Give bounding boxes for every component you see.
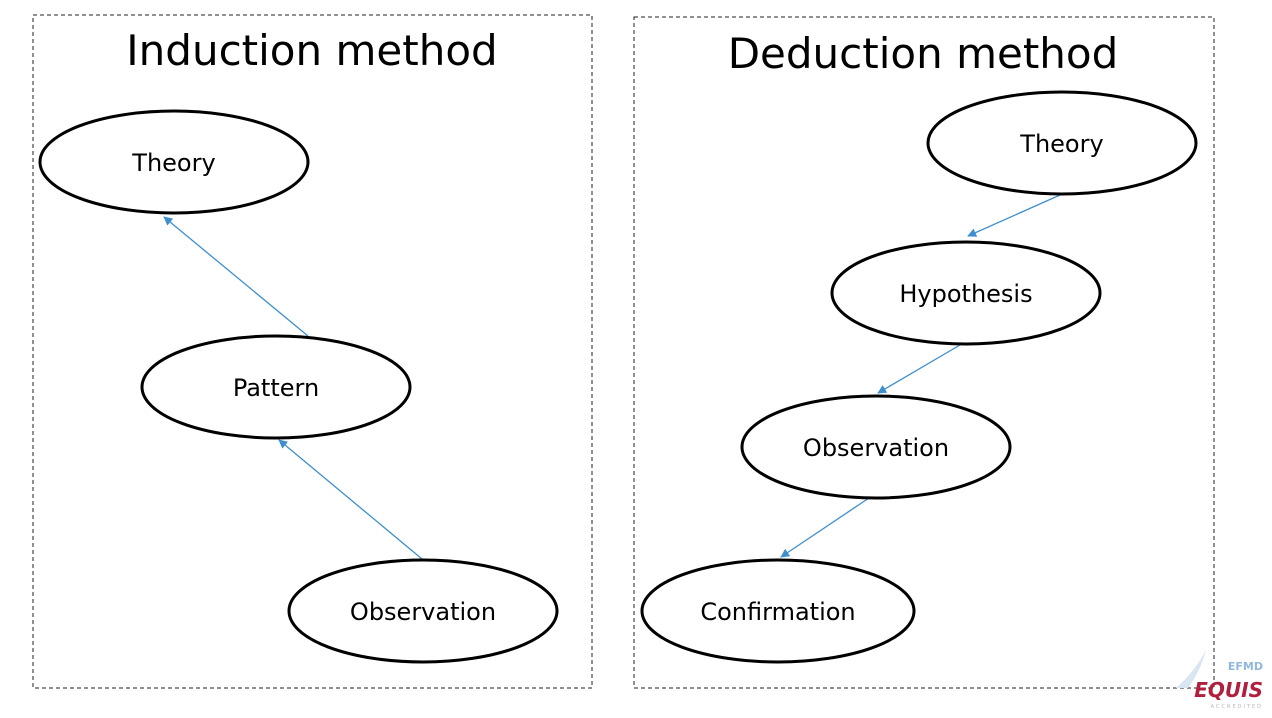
induction-node-theory: Theory [38,109,310,215]
arrow-observation-to-confirmation [780,497,870,558]
logo-swoosh-icon [1176,650,1206,688]
node-ellipse [287,558,559,664]
arrow-hypothesis-to-observation [877,344,961,394]
deduction-title: Deduction method [728,29,1119,78]
deduction-panel: Deduction method Theory Hypothesis Obser… [633,16,1215,689]
node-label-pattern: Pattern [233,374,319,402]
node-ellipse [830,240,1102,346]
arrow-pattern-to-theory [163,216,309,337]
deduction-frame [633,16,1215,689]
node-label-hypothesis: Hypothesis [899,280,1032,308]
induction-node-pattern: Pattern [140,334,412,440]
node-label-observation: Observation [803,434,949,462]
arrow-observation-to-pattern [278,439,423,560]
node-ellipse [926,90,1198,196]
logo-equis: EQUIS [1194,678,1263,702]
node-ellipse [740,394,1012,500]
logo-accredited: ACCREDITED [1211,704,1263,710]
node-label-theory: Theory [1019,130,1103,158]
node-label-confirmation: Confirmation [700,598,855,626]
deduction-node-observation: Observation [740,394,1012,500]
induction-panel: Induction method Theory Pattern Observat… [32,14,593,689]
node-label-theory: Theory [131,149,215,177]
node-ellipse [640,558,916,664]
arrow-theory-to-hypothesis [967,194,1061,237]
node-ellipse [38,109,310,215]
node-ellipse [140,334,412,440]
equis-logo: EFMD EQUIS ACCREDITED [1176,650,1263,710]
deduction-node-theory: Theory [926,90,1198,196]
node-label-observation: Observation [350,598,496,626]
induction-node-observation: Observation [287,558,559,664]
logo-efmd: EFMD [1228,660,1263,673]
deduction-node-hypothesis: Hypothesis [830,240,1102,346]
deduction-node-confirmation: Confirmation [640,558,916,664]
induction-title: Induction method [126,26,497,75]
